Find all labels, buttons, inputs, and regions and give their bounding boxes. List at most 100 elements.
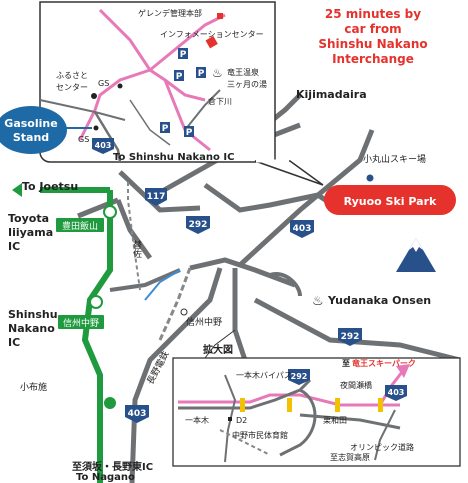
top-inset: P P P P P ゲレンデ管理本部 インフォメーションセンター ふるさと セン… xyxy=(39,1,324,186)
shinshu-label-1: Shinshu xyxy=(8,308,58,321)
road-403-center xyxy=(238,193,320,267)
gerende-marker xyxy=(217,13,223,19)
route-117-shield: 117 xyxy=(145,188,167,206)
toyota-iiyama-ic-marker xyxy=(103,205,117,219)
callout-text: 25 minutes by car from Shinshu Nakano In… xyxy=(318,7,427,66)
road-292-east xyxy=(253,297,461,363)
toyota-label-2: Iiiyama xyxy=(8,226,53,239)
shinshu-sign-label: 信州中野 xyxy=(63,317,99,329)
ryuoo-ski-park-label: Ryuoo Ski Park xyxy=(344,195,437,208)
route-403b-shield: 403 xyxy=(125,405,149,423)
river xyxy=(144,269,181,301)
enl-route-403-shield: 403 xyxy=(385,385,407,401)
gs-label-2: GS xyxy=(78,135,89,144)
to-shinshu-ic-label: To Shinshu Nakano IC xyxy=(113,152,234,163)
inset-road-gray-3 xyxy=(184,89,221,131)
callout-line-4: Interchange xyxy=(332,52,414,66)
junction-marker xyxy=(104,397,116,409)
parking-icon-1 xyxy=(178,48,188,59)
gs-dot-1 xyxy=(117,83,123,89)
shinshu-nakano-ic-marker xyxy=(89,295,103,309)
onsen-icon: ♨ xyxy=(312,294,324,309)
traffic-light-1 xyxy=(240,398,245,412)
ryuo-onsen-label-2: 三ヶ月の湯 xyxy=(227,79,267,89)
furusato-label-1: ふるさと xyxy=(56,71,88,80)
kijimadaira-label: Kijimadaira xyxy=(296,88,367,101)
enl-road-gray-1 xyxy=(178,378,312,410)
road-117 xyxy=(115,199,153,260)
furusato-dot xyxy=(91,93,97,99)
route-292b-label: 292 xyxy=(341,332,360,342)
enl-kuwanada-label: 栗和田 xyxy=(323,416,347,425)
bottom-label-2: To Nagano xyxy=(76,472,135,483)
bottom-label-1: 至須坂・長野東IC xyxy=(72,460,153,473)
road-ic-connector xyxy=(109,268,181,292)
gs-label-1: GS xyxy=(98,79,109,88)
kakudai-leader xyxy=(204,329,236,359)
traffic-light-4 xyxy=(378,398,383,412)
nirasa-label: 替佐 xyxy=(131,239,142,258)
enlarged-inset: 292 403 至 竜王スキーパーク 一本木バイパス 一本木 D2 夜間瀬橋 栗… xyxy=(172,357,461,467)
komaruyama-label: 小丸山スキー場 xyxy=(363,153,426,165)
kurashita-label: 倉下川 xyxy=(208,96,232,106)
enl-railway xyxy=(219,429,271,456)
gs-dot-2 xyxy=(93,125,99,131)
furusato-label-2: センター xyxy=(56,83,88,92)
inset-onsen-icon: ♨ xyxy=(212,66,223,80)
parking-icon-5 xyxy=(184,126,194,137)
enl-road-gray-2 xyxy=(279,388,317,457)
obuse-label: 小布施 xyxy=(20,381,47,393)
route-403a-label: 403 xyxy=(293,224,312,234)
to-joetsu-arrow xyxy=(12,183,22,197)
ryuo-onsen-label-1: 竜王温泉 xyxy=(227,67,259,77)
enl-route-292-label: 292 xyxy=(291,372,308,381)
enl-ipponki-bypass-label: 一本木バイパス xyxy=(236,370,292,380)
ryuoo-ski-park-badge: Ryuoo Ski Park xyxy=(324,185,456,215)
inset-route-403-shield: 403 xyxy=(92,138,114,154)
enl-arrow-icon xyxy=(396,364,410,378)
parking-icon-1-label: P xyxy=(180,50,187,60)
enl-to-ryuo-prefix: 至 xyxy=(342,359,350,368)
enl-route-292-shield: 292 xyxy=(288,369,310,385)
enl-to-ryuo-label: 竜王スキーパーク xyxy=(352,358,416,368)
shinshu-nakano-jp-label: 信州中野 xyxy=(186,316,222,328)
route-shields: 117 292 403 292 403 xyxy=(125,188,362,423)
komaruyama-dot xyxy=(366,174,374,182)
to-joetsu-label: To Joetsu xyxy=(22,180,78,193)
enl-road-gray-5 xyxy=(224,374,237,463)
enl-yoma-label: 夜間瀬橋 xyxy=(340,380,372,390)
enl-shiga-label: 至志賀高原 xyxy=(330,452,370,462)
parking-icon-5-label: P xyxy=(186,128,193,138)
callout-line-3: Shinshu Nakano xyxy=(318,37,427,51)
shinshu-label-3: IC xyxy=(8,336,20,349)
railway-nagano xyxy=(158,267,192,341)
gerende-label: ゲレンデ管理本部 xyxy=(138,8,202,18)
mountain-icon xyxy=(396,238,436,272)
railway-jr xyxy=(127,182,141,291)
inset-road-gray-4 xyxy=(129,99,171,146)
enl-olympic-road-label: オリンピック道路 xyxy=(350,442,414,452)
parking-icons: P P P P P xyxy=(160,48,206,138)
enl-route-403-label: 403 xyxy=(388,388,405,397)
enl-ipponki-label: 一本木 xyxy=(185,415,209,425)
info-marker xyxy=(205,36,218,49)
road-292-main xyxy=(203,129,375,213)
callout-line-2: car from xyxy=(344,22,401,36)
info-center-label: インフォメーションセンター xyxy=(160,30,264,39)
route-292a-label: 292 xyxy=(189,220,208,230)
toyota-sign-label: 豊田飯山 xyxy=(62,220,98,232)
traffic-light-3 xyxy=(335,398,340,412)
toyota-label-1: Toyota xyxy=(8,212,49,225)
enl-nakano-hall-label: 中野市民体育館 xyxy=(232,430,288,440)
inset-route-403-label: 403 xyxy=(95,141,112,150)
inset-road-pink-4 xyxy=(164,78,206,102)
route-292a-shield: 292 xyxy=(186,216,210,234)
gasoline-stand-badge: Gasoline Stand xyxy=(0,106,92,154)
enl-d2-marker xyxy=(228,417,232,421)
route-403b-label: 403 xyxy=(128,409,147,419)
road-yudanaka xyxy=(189,257,296,288)
shinshu-label-2: Nakano xyxy=(8,322,55,335)
road-403-north xyxy=(118,170,201,213)
parking-icon-4-label: P xyxy=(162,124,169,134)
